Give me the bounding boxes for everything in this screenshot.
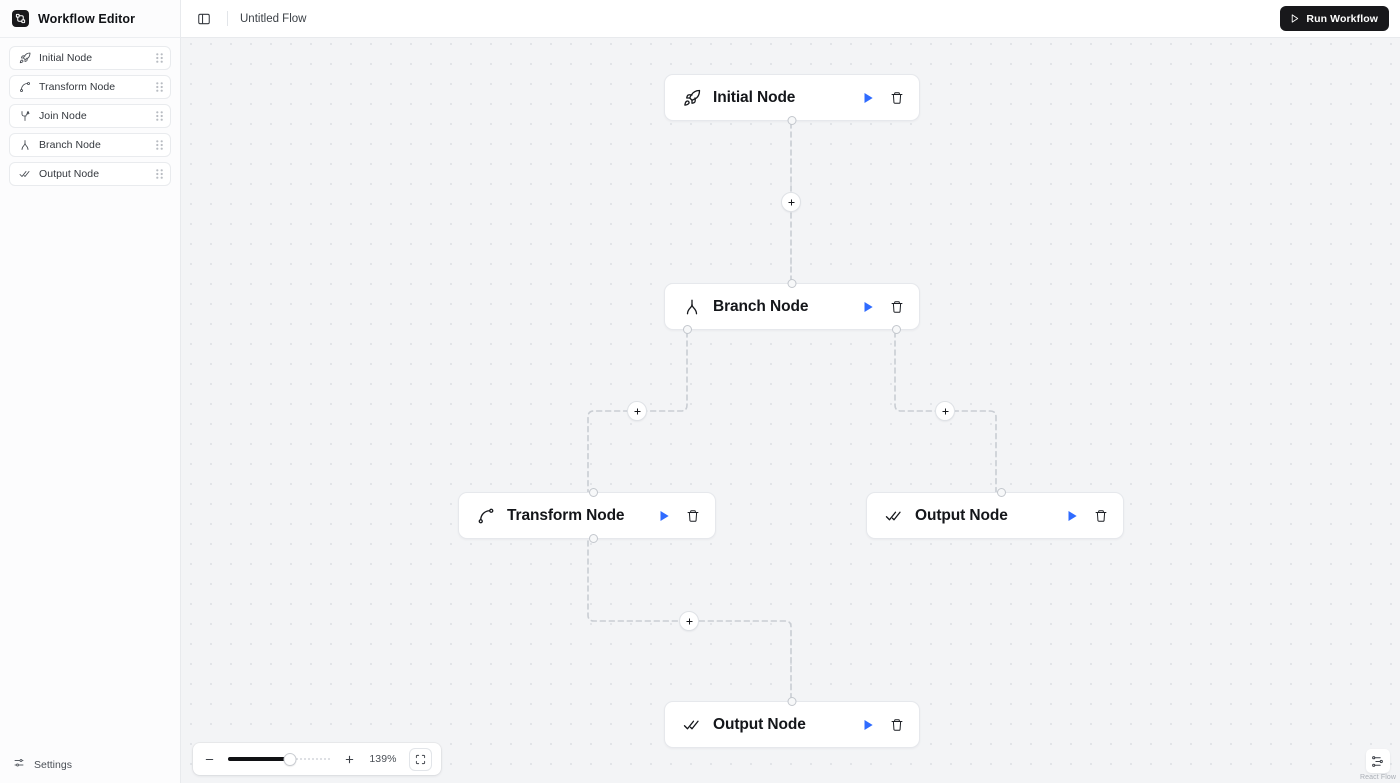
merge-join-icon — [18, 110, 31, 123]
palette-item-label: Initial Node — [39, 52, 93, 64]
drag-handle-icon[interactable] — [155, 169, 163, 180]
drag-handle-icon[interactable] — [155, 140, 163, 151]
trash-icon[interactable] — [888, 298, 906, 316]
react-flow-icon[interactable] — [1365, 749, 1390, 773]
edges-layer — [587, 122, 997, 702]
main-area: Untitled Flow Run Workflow — [181, 0, 1400, 783]
rocket-icon — [18, 52, 31, 65]
palette-item-label: Join Node — [39, 110, 87, 122]
node-branch[interactable]: Branch Node — [664, 279, 920, 334]
node-title: Branch Node — [713, 297, 809, 315]
edge-add-button-2[interactable] — [627, 401, 647, 421]
palette-item-label: Transform Node — [39, 81, 116, 93]
node-actions — [655, 507, 702, 525]
react-flow-label: React Flow — [1359, 774, 1396, 781]
rocket-icon — [682, 88, 701, 107]
zoom-slider[interactable] — [228, 752, 331, 766]
split-branch-icon — [682, 297, 701, 316]
trash-icon[interactable] — [888, 89, 906, 107]
node-actions — [1063, 507, 1110, 525]
sliders-icon — [13, 756, 25, 774]
node-handle-target[interactable] — [787, 279, 797, 288]
play-filled-icon[interactable] — [859, 716, 877, 734]
trash-icon[interactable] — [888, 716, 906, 734]
palette-item-transform-node[interactable]: Transform Node — [9, 75, 171, 99]
palette-item-output-node[interactable]: Output Node — [9, 162, 171, 186]
run-workflow-label: Run Workflow — [1306, 12, 1378, 25]
node-transform[interactable]: Transform Node — [458, 488, 716, 543]
node-handle-source[interactable] — [787, 116, 797, 125]
check-check-icon — [682, 715, 701, 734]
node-actions — [859, 716, 906, 734]
play-filled-icon[interactable] — [859, 298, 877, 316]
palette-item-label: Branch Node — [39, 139, 101, 151]
flow-name[interactable]: Untitled Flow — [240, 12, 307, 25]
zoom-level-label: 139% — [369, 753, 397, 765]
spline-curve-icon — [476, 506, 495, 525]
sidebar-header: Workflow Editor — [0, 0, 180, 38]
split-branch-icon — [18, 139, 31, 152]
sidebar-item-settings[interactable]: Settings — [0, 746, 180, 783]
palette-item-join-node[interactable]: Join Node — [9, 104, 171, 128]
node-initial[interactable]: Initial Node — [664, 74, 920, 125]
sidebar-title: Workflow Editor — [38, 11, 136, 26]
play-filled-icon[interactable] — [1063, 507, 1081, 525]
node-handle-source[interactable] — [589, 534, 598, 543]
play-filled-icon[interactable] — [859, 89, 877, 107]
palette-item-initial-node[interactable]: Initial Node — [9, 46, 171, 70]
node-title: Initial Node — [713, 88, 796, 106]
check-check-icon — [18, 168, 31, 181]
node-palette: Initial Node Transform Node — [0, 38, 180, 186]
trash-icon[interactable] — [1092, 507, 1110, 525]
node-title: Transform Node — [507, 506, 625, 524]
run-workflow-button[interactable]: Run Workflow — [1280, 6, 1389, 31]
drag-handle-icon[interactable] — [155, 82, 163, 93]
palette-item-branch-node[interactable]: Branch Node — [9, 133, 171, 157]
check-check-icon — [884, 506, 903, 525]
node-handle-target[interactable] — [589, 488, 598, 497]
edge-add-button-1[interactable] — [781, 192, 801, 212]
spline-curve-icon — [18, 81, 31, 94]
node-handle-source-right[interactable] — [892, 325, 901, 334]
node-handle-target[interactable] — [997, 488, 1006, 497]
workflow-logo-icon — [12, 10, 29, 27]
node-handle-source-left[interactable] — [683, 325, 692, 334]
zoom-controls: 139% — [193, 743, 441, 775]
topbar-divider — [227, 11, 228, 26]
fit-view-button[interactable] — [409, 747, 432, 771]
zoom-out-button[interactable] — [202, 752, 217, 767]
drag-handle-icon[interactable] — [155, 111, 163, 122]
node-actions — [859, 89, 906, 107]
panel-left-icon[interactable] — [194, 9, 214, 29]
zoom-in-button[interactable] — [342, 752, 357, 767]
node-actions — [859, 298, 906, 316]
flow-canvas[interactable]: Initial Node — [181, 38, 1400, 783]
node-output-final[interactable]: Output Node — [664, 697, 920, 748]
zoom-slider-fill — [228, 757, 290, 761]
edge-add-button-3[interactable] — [935, 401, 955, 421]
topbar: Untitled Flow Run Workflow — [181, 0, 1400, 38]
palette-item-label: Output Node — [39, 168, 100, 180]
play-filled-icon[interactable] — [655, 507, 673, 525]
node-output-branch[interactable]: Output Node — [866, 488, 1124, 539]
edge-transform-to-output — [587, 540, 792, 702]
node-title: Output Node — [915, 506, 1008, 524]
drag-handle-icon[interactable] — [155, 53, 163, 64]
play-outline-icon — [1289, 13, 1300, 24]
react-flow-attribution: React Flow — [1360, 749, 1396, 781]
edge-add-button-4[interactable] — [679, 611, 699, 631]
settings-label: Settings — [34, 758, 72, 771]
node-title: Output Node — [713, 715, 806, 733]
node-handle-target[interactable] — [787, 697, 797, 706]
zoom-slider-knob[interactable] — [283, 752, 297, 766]
trash-icon[interactable] — [684, 507, 702, 525]
sidebar: Workflow Editor Initial Node — [0, 0, 181, 783]
